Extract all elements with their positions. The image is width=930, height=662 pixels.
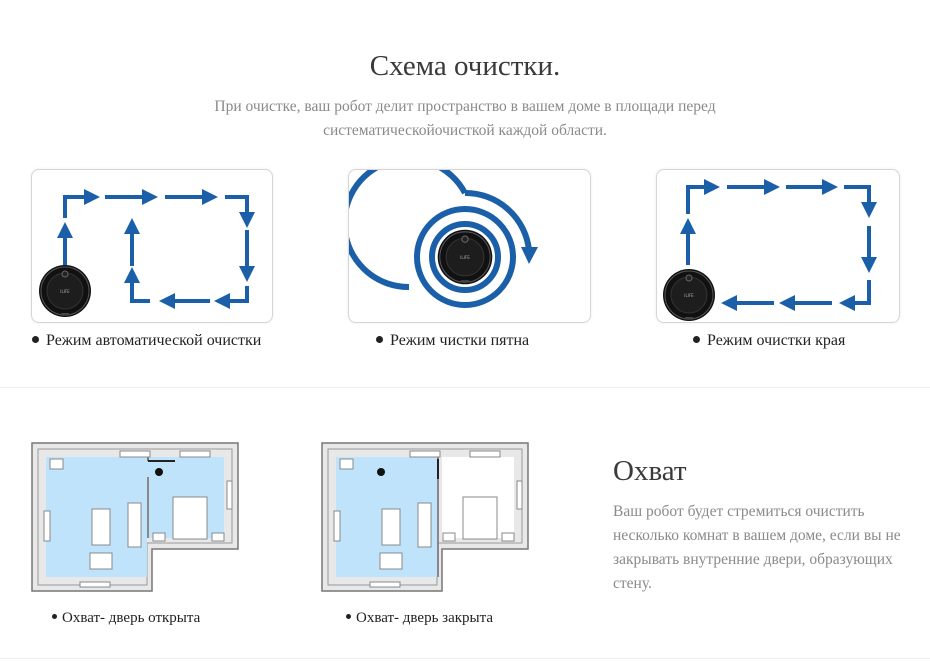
door-open-caption: Охват- дверь открыта	[52, 610, 200, 627]
bullet-icon	[376, 336, 383, 343]
page-title: Схема очистки.	[369, 50, 561, 82]
bullet-icon	[693, 336, 700, 343]
spot-mode-caption: Режим чистки пятна	[376, 332, 529, 350]
auto-mode-card	[31, 169, 273, 323]
bullet-icon	[52, 614, 57, 619]
edge-path-icon	[662, 179, 877, 322]
spiral-path-icon	[349, 170, 538, 308]
floorplan-door-closed-icon	[321, 442, 529, 592]
bullet-icon	[346, 614, 351, 619]
edge-mode-label: Режим очистки края	[707, 332, 846, 349]
floorplan-door-open-icon	[31, 442, 239, 592]
door-closed-label: Охват- дверь закрыта	[356, 610, 494, 626]
spot-mode-card	[348, 169, 591, 323]
bottom-divider	[0, 658, 930, 659]
door-open-label: Охват- дверь открыта	[62, 610, 201, 626]
bullet-icon	[32, 336, 39, 343]
coverage-title: Охват	[613, 455, 687, 487]
zigzag-path-icon	[38, 189, 255, 318]
coverage-description: Ваш робот будет стремиться очистить неск…	[613, 503, 901, 592]
edge-mode-card	[656, 169, 900, 323]
page-subtitle: При очистке, ваш робот делит пространств…	[214, 98, 716, 139]
door-closed-caption: Охват- дверь закрыта	[346, 610, 493, 627]
spot-mode-label: Режим чистки пятна	[390, 332, 530, 349]
auto-mode-label: Режим автоматической очистки	[46, 332, 262, 349]
section-divider	[0, 387, 930, 388]
edge-mode-caption: Режим очистки края	[693, 332, 845, 350]
auto-mode-caption: Режим автоматической очистки	[32, 332, 261, 350]
